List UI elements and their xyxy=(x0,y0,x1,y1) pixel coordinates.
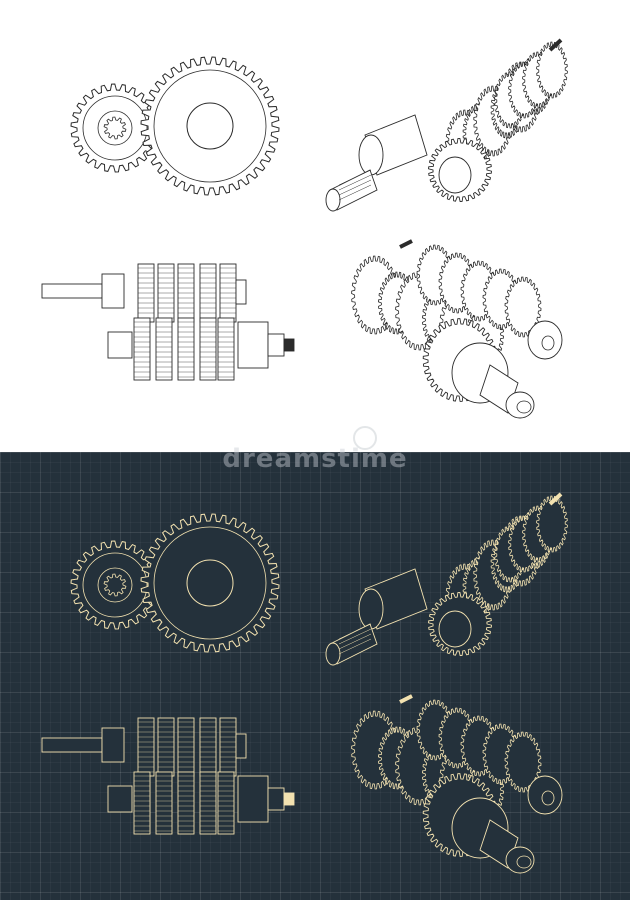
gear-pair-icon xyxy=(70,56,280,196)
light-blueprint-panel xyxy=(38,30,575,425)
spur-gear-pair-drawing xyxy=(60,507,285,657)
isometric-gearbox-drawing xyxy=(340,690,575,880)
isometric-gearbox-drawing xyxy=(340,235,575,425)
isometric-gear-shaft-drawing xyxy=(315,484,575,684)
gear-pair-icon xyxy=(70,513,280,653)
gearbox-icon xyxy=(41,263,295,381)
gearbox-side-view-drawing xyxy=(38,714,298,844)
gearbox-side-view-drawing xyxy=(38,260,298,390)
isometric-gear-shaft-drawing xyxy=(315,30,575,230)
gearbox-icon xyxy=(351,239,563,419)
gearbox-icon xyxy=(351,694,563,874)
dark-blueprint-panel xyxy=(0,452,630,900)
gear-shaft-icon xyxy=(325,492,568,666)
gearbox-icon xyxy=(41,717,295,835)
gear-shaft-icon xyxy=(325,38,568,212)
spur-gear-pair-drawing xyxy=(60,50,285,200)
